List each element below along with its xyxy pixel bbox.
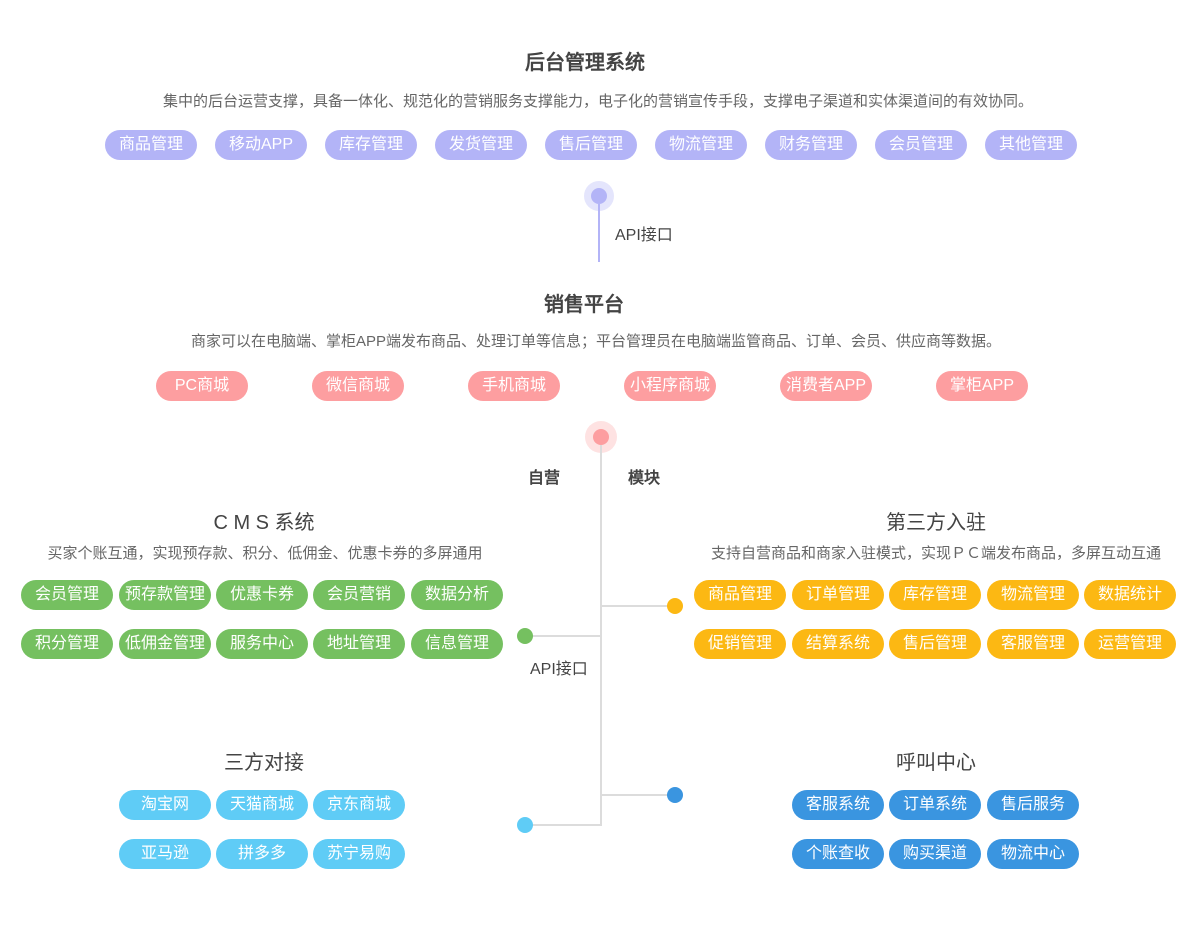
cms-description: 买家个账互通，实现预存款、积分、低佣金、优惠卡券的多屏通用 xyxy=(47,545,483,562)
call-center-item-account-inquiry[interactable]: 个账查收 xyxy=(792,839,884,869)
third-party-integration-title: 三方对接 xyxy=(224,752,304,774)
backend-item-inventory[interactable]: 库存管理 xyxy=(325,130,417,160)
sales-item-mini-program[interactable]: 小程序商城 xyxy=(624,371,716,401)
cms-item-address[interactable]: 地址管理 xyxy=(313,629,405,659)
connector-node-pink xyxy=(593,429,609,445)
branch-line-third-party xyxy=(601,605,675,607)
integration-item-suning[interactable]: 苏宁易购 xyxy=(313,839,405,869)
third-item-inventory[interactable]: 库存管理 xyxy=(889,580,981,610)
backend-title: 后台管理系统 xyxy=(525,52,645,74)
call-center-title: 呼叫中心 xyxy=(896,752,976,774)
sales-item-pc-mall[interactable]: PC商城 xyxy=(156,371,248,401)
cms-item-member[interactable]: 会员管理 xyxy=(21,580,113,610)
integration-item-tmall[interactable]: 天猫商城 xyxy=(216,790,308,820)
backend-item-aftersale[interactable]: 售后管理 xyxy=(545,130,637,160)
sales-platform-description: 商家可以在电脑端、掌柜APP端发布商品、处理订单等信息；平台管理员在电脑端监管商… xyxy=(190,333,1002,350)
cms-item-info[interactable]: 信息管理 xyxy=(411,629,503,659)
third-item-product[interactable]: 商品管理 xyxy=(694,580,786,610)
backend-item-member[interactable]: 会员管理 xyxy=(875,130,967,160)
third-item-statistics[interactable]: 数据统计 xyxy=(1084,580,1176,610)
branch-label-self-operated: 自营 xyxy=(528,470,561,487)
third-item-aftersale[interactable]: 售后管理 xyxy=(889,629,981,659)
third-item-operations[interactable]: 运营管理 xyxy=(1084,629,1176,659)
call-center-item-purchase-channel[interactable]: 购买渠道 xyxy=(889,839,981,869)
third-item-order[interactable]: 订单管理 xyxy=(792,580,884,610)
cms-item-deposit[interactable]: 预存款管理 xyxy=(119,580,211,610)
branch-node-third-party xyxy=(667,598,683,614)
cms-item-coupon[interactable]: 优惠卡券 xyxy=(216,580,308,610)
cms-item-data-analysis[interactable]: 数据分析 xyxy=(411,580,503,610)
backend-item-logistics[interactable]: 物流管理 xyxy=(655,130,747,160)
call-center-item-aftersale-service[interactable]: 售后服务 xyxy=(987,790,1079,820)
sales-item-shopkeeper-app[interactable]: 掌柜APP xyxy=(936,371,1028,401)
branch-label-module: 模块 xyxy=(628,470,661,487)
branch-node-third-party-integration xyxy=(517,817,533,833)
cms-item-service-center[interactable]: 服务中心 xyxy=(216,629,308,659)
third-item-logistics[interactable]: 物流管理 xyxy=(987,580,1079,610)
call-center-item-order-system[interactable]: 订单系统 xyxy=(889,790,981,820)
sales-item-mobile-mall[interactable]: 手机商城 xyxy=(468,371,560,401)
cms-item-low-commission[interactable]: 低佣金管理 xyxy=(119,629,211,659)
integration-item-taobao[interactable]: 淘宝网 xyxy=(119,790,211,820)
backend-item-other[interactable]: 其他管理 xyxy=(985,130,1077,160)
integration-item-amazon[interactable]: 亚马逊 xyxy=(119,839,211,869)
branch-node-cms xyxy=(517,628,533,644)
branch-line-third-party-integration xyxy=(526,824,602,826)
connector-line-backend-sales xyxy=(598,204,600,262)
backend-description: 集中的后台运营支撑，具备一体化、规范化的营销服务支撑能力，电子化的营销宣传手段，… xyxy=(162,93,1033,110)
call-center-item-logistics-center[interactable]: 物流中心 xyxy=(987,839,1079,869)
third-item-settlement[interactable]: 结算系统 xyxy=(792,629,884,659)
backend-item-finance[interactable]: 财务管理 xyxy=(765,130,857,160)
third-item-promotion[interactable]: 促销管理 xyxy=(694,629,786,659)
cms-item-points[interactable]: 积分管理 xyxy=(21,629,113,659)
sales-item-consumer-app[interactable]: 消费者APP xyxy=(780,371,872,401)
integration-item-pinduoduo[interactable]: 拼多多 xyxy=(216,839,308,869)
third-item-customer-service[interactable]: 客服管理 xyxy=(987,629,1079,659)
branch-line-call-center xyxy=(601,794,675,796)
third-party-description: 支持自营商品和商家入驻模式，实现ＰＣ端发布商品，多屏互动互通 xyxy=(710,545,1161,562)
api-interface-label-top: API接口 xyxy=(615,227,673,244)
api-interface-label-middle: API接口 xyxy=(530,661,588,678)
backend-item-mobile-app[interactable]: 移动APP xyxy=(215,130,307,160)
sales-item-wechat-mall[interactable]: 微信商城 xyxy=(312,371,404,401)
cms-title: C M S 系统 xyxy=(213,512,315,534)
backend-item-shipping[interactable]: 发货管理 xyxy=(435,130,527,160)
connector-node-purple xyxy=(591,188,607,204)
third-party-title: 第三方入驻 xyxy=(886,512,986,534)
cms-item-member-marketing[interactable]: 会员营销 xyxy=(313,580,405,610)
branch-line-cms xyxy=(526,635,602,637)
call-center-item-cs-system[interactable]: 客服系统 xyxy=(792,790,884,820)
backend-item-product[interactable]: 商品管理 xyxy=(105,130,197,160)
branch-node-call-center xyxy=(667,787,683,803)
sales-platform-title: 销售平台 xyxy=(544,294,624,316)
integration-item-jd[interactable]: 京东商城 xyxy=(313,790,405,820)
